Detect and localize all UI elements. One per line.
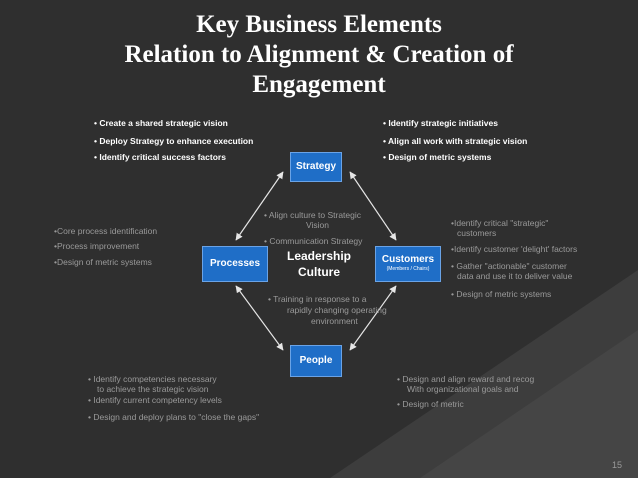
page-number: 15	[611, 460, 622, 470]
top-left-item-3: • Identify critical success factors	[94, 152, 226, 162]
center-leadership: Leadership	[286, 249, 352, 263]
left-item-1: •Core process identification	[54, 226, 158, 236]
bg-diagonal-band-2	[420, 330, 638, 478]
right-item-2: •Identify customer 'delight' factors	[451, 244, 578, 254]
center-training-line-1: • Training in response to a	[268, 294, 367, 304]
strategy-box: Strategy	[290, 152, 342, 182]
center-communication: • Communication Strategy	[264, 236, 363, 246]
center-culture: Culture	[298, 265, 340, 279]
bottom-left-item-1a: • Identify competencies necessary	[88, 374, 217, 384]
title-line-3: Engagement	[252, 71, 386, 98]
top-left-item-1: • Create a shared strategic vision	[94, 118, 228, 128]
right-item-4: • Design of metric systems	[451, 289, 552, 299]
title-line-2: Relation to Alignment & Creation of	[124, 41, 514, 68]
top-left-item-2: • Deploy Strategy to enhance execution	[94, 136, 254, 146]
left-item-3: •Design of metric systems	[54, 257, 152, 267]
top-right-item-1: • Identify strategic initiatives	[383, 118, 498, 128]
arrow-processes-people	[235, 285, 284, 351]
bottom-right-item-2: • Design of metric	[397, 399, 464, 409]
bottom-left-item-3: • Design and deploy plans to "close the …	[88, 412, 260, 422]
center-training-line-2: rapidly changing operating	[287, 305, 387, 315]
customers-label: Customers	[381, 254, 435, 265]
left-item-2: •Process improvement	[54, 241, 140, 251]
center-align-line-2: Vision	[306, 220, 329, 230]
processes-box: Processes	[202, 246, 268, 282]
right-item-1a: •Identify critical "strategic"	[451, 218, 549, 228]
top-right-item-2: • Align all work with strategic vision	[383, 136, 528, 146]
arrow-customers-people	[349, 285, 397, 351]
bottom-left-item-1b: to achieve the strategic vision	[97, 384, 209, 394]
title-line-1: Key Business Elements	[196, 11, 442, 38]
arrow-strategy-processes	[235, 171, 284, 241]
bottom-right-item-1a: • Design and align reward and recog	[397, 374, 535, 384]
bottom-left-item-2: • Identify current competency levels	[88, 395, 222, 405]
customers-sublabel: (Members / Chairs)	[386, 266, 430, 272]
right-item-3a: • Gather "actionable" customer	[451, 261, 567, 271]
right-item-1b: customers	[457, 228, 497, 238]
center-align-line-1: • Align culture to Strategic	[264, 210, 361, 220]
bottom-right-item-1b: With organizational goals and	[407, 384, 519, 394]
arrow-strategy-customers	[349, 171, 397, 241]
people-box: People	[290, 345, 342, 377]
customers-box: Customers (Members / Chairs)	[375, 246, 441, 282]
right-item-3b: data and use it to deliver value	[457, 271, 573, 281]
top-right-item-3: • Design of metric systems	[383, 152, 492, 162]
center-training-line-3: environment	[311, 316, 358, 326]
